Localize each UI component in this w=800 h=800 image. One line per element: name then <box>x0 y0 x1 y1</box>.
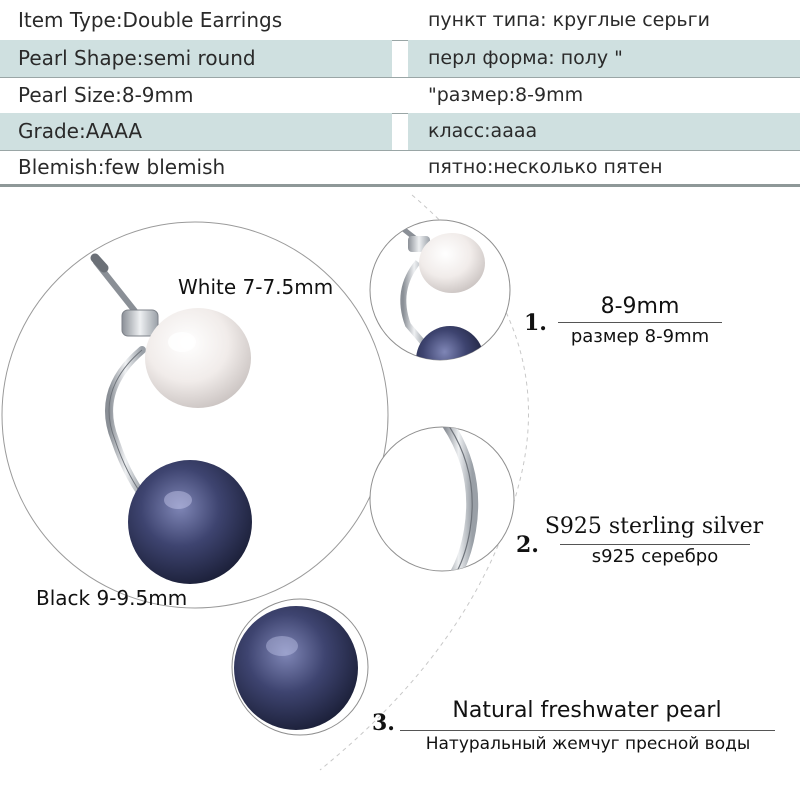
detail-size-illustration <box>399 225 485 360</box>
detail-pearl-illustration <box>234 606 358 730</box>
spec-en-item-type: Item Type:Double Earrings <box>18 8 283 32</box>
feature-number-2: 2. <box>516 532 539 558</box>
spec-ru-item-type: пункт типа: круглые серьги <box>428 9 710 31</box>
spec-ru-grade: класс:аааа <box>408 113 800 150</box>
spec-ru-pearl-shape: перл форма: полу " <box>408 40 800 77</box>
main-earring-illustration <box>90 253 252 584</box>
spec-ru-blemish: пятно:несколько пятен <box>428 156 663 178</box>
spec-row-pearl-shape: Pearl Shape:semi round перл форма: полу … <box>0 40 800 77</box>
table-divider <box>0 40 800 41</box>
white-pearl-size-label: White 7-7.5mm <box>178 275 334 299</box>
feature-title-size: 8-9mm <box>600 294 680 319</box>
spec-ru-pearl-size: "размер:8-9mm <box>428 84 584 106</box>
spec-en-pearl-shape: Pearl Shape:semi round <box>0 40 392 77</box>
feature-number-1: 1. <box>524 310 547 336</box>
feature-underline <box>560 544 750 545</box>
spec-en-blemish: Blemish:few blemish <box>18 155 226 179</box>
spec-en-pearl-size: Pearl Size:8-9mm <box>18 83 194 107</box>
spec-table: Item Type:Double Earrings пункт типа: кр… <box>0 0 800 187</box>
feature-underline <box>558 322 722 323</box>
table-divider <box>0 113 800 114</box>
feature-underline <box>400 730 775 731</box>
table-bottom-rule <box>0 184 800 187</box>
feature-number-3: 3. <box>372 710 395 736</box>
feature-subtitle-pearl: Натуральный жемчуг пресной воды <box>425 734 751 754</box>
table-divider <box>0 77 800 78</box>
feature-subtitle-silver: s925 серебро <box>591 546 719 567</box>
detail-silver-illustration <box>439 427 479 571</box>
feature-title-silver: S925 sterling silver <box>544 514 764 539</box>
feature-subtitle-size: размер 8-9mm <box>570 326 710 347</box>
table-divider <box>0 150 800 151</box>
feature-title-pearl: Natural freshwater pearl <box>452 698 722 723</box>
spec-row-pearl-size: Pearl Size:8-9mm "размер:8-9mm <box>0 77 800 114</box>
spec-row-blemish: Blemish:few blemish пятно:несколько пяте… <box>0 149 800 186</box>
spec-row-item-type: Item Type:Double Earrings пункт типа: кр… <box>0 2 800 39</box>
black-pearl-size-label: Black 9-9.5mm <box>36 586 188 610</box>
spec-row-grade: Grade:AAAA класс:аааа <box>0 113 800 150</box>
spec-en-grade: Grade:AAAA <box>0 113 392 150</box>
